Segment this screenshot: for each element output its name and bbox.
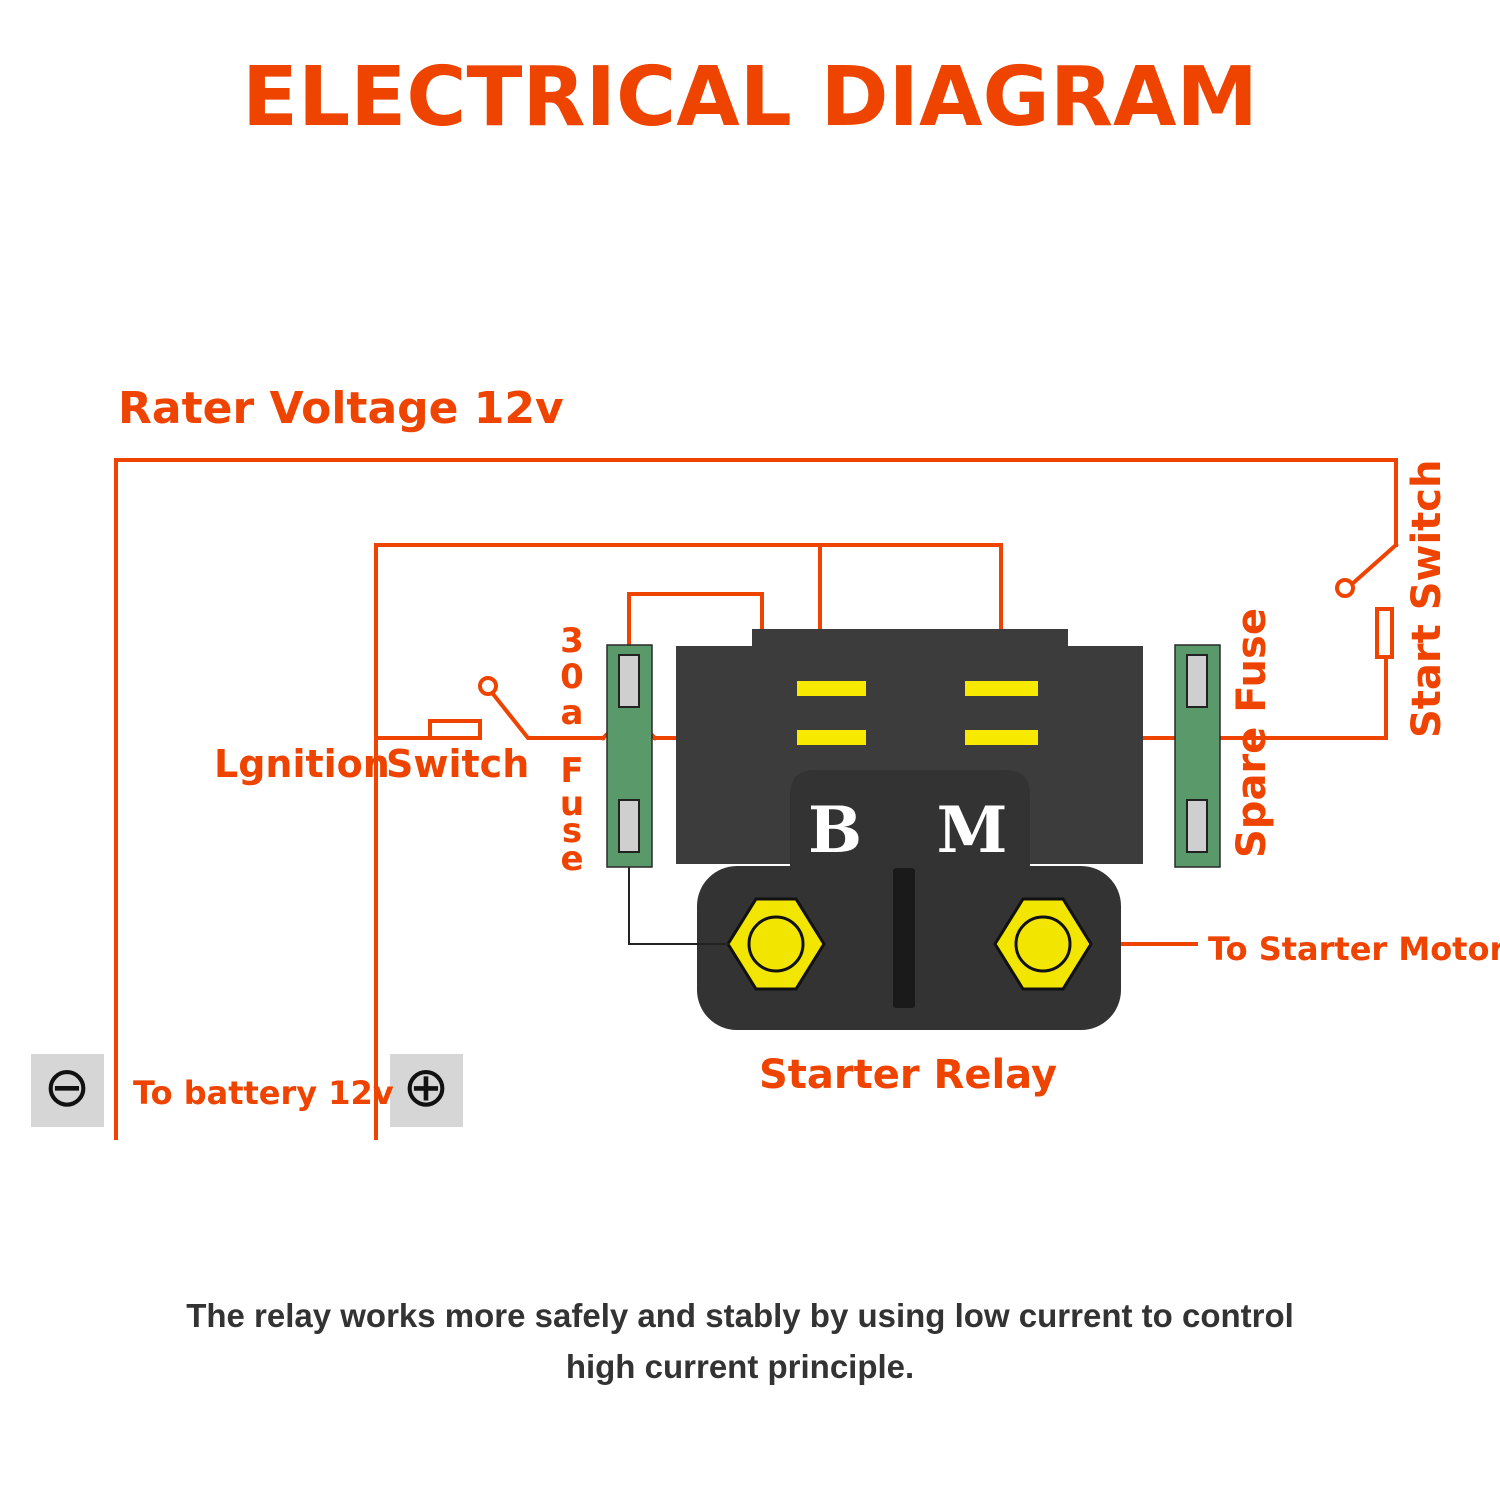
fuse-to-terminal-b-wire: [628, 855, 730, 945]
fuse-30a-char: 0: [560, 657, 584, 697]
ignition-switch-contact-icon: [478, 676, 498, 696]
start-switch-button-icon: [1375, 607, 1394, 659]
fuse-30a-char: 3: [560, 621, 584, 661]
to-battery-label: To battery 12v: [133, 1074, 394, 1112]
to-starter-motor-label: To Starter Motor: [1208, 930, 1500, 968]
fuse-30a-terminal-bottom: [618, 799, 640, 853]
battery-negative-box: [31, 1054, 104, 1127]
fuse-30a-char: a: [561, 693, 584, 733]
fuse-30a-char: u: [560, 784, 584, 824]
start-switch-return-wire: [1038, 656, 1388, 740]
start-switch-label: Start Switch: [1404, 460, 1450, 738]
fuse-30a-char: F: [560, 751, 583, 791]
spare-fuse-terminal-bottom: [1186, 799, 1208, 853]
fuse-30a-label: 3 0 a F u s e: [560, 621, 584, 879]
terminal-m-bolt: [1014, 915, 1072, 973]
battery-positive-icon: ⊕: [403, 1055, 450, 1120]
fuse-30a: [606, 644, 653, 868]
start-switch-contact-icon: [1335, 578, 1355, 598]
spare-fuse-label: Spare Fuse: [1229, 608, 1275, 858]
relay-lower-housing: [790, 770, 1030, 866]
relay-terminal-b-label: B: [808, 793, 862, 868]
start-switch-arm: [1349, 542, 1399, 587]
battery-negative-icon: ⊖: [44, 1055, 91, 1120]
relay-contact-bottom-right: [965, 730, 1038, 745]
positive-wire: [374, 543, 1003, 1140]
ignition-switch-button-icon: [428, 719, 482, 740]
rater-voltage-label: Rater Voltage 12v: [118, 383, 564, 434]
spare-fuse-terminal-top: [1186, 654, 1208, 708]
caption-line-2: high current principle.: [566, 1348, 914, 1385]
relay-contact-bottom-left: [797, 730, 866, 745]
diagram-title: ELECTRICAL DIAGRAM: [242, 50, 1258, 145]
fuse-30a-char: s: [562, 811, 582, 851]
ignition-label-part-a: Lgnition: [214, 742, 390, 786]
outer-wire: [114, 458, 1398, 1140]
battery-positive-box: [390, 1054, 463, 1127]
terminal-b-bolt: [747, 915, 805, 973]
relay-terminal-m-label: M: [937, 793, 1008, 868]
fuse-30a-char: e: [560, 839, 583, 879]
fuse-30a-terminal-top: [618, 654, 640, 708]
starter-relay-label: Starter Relay: [759, 1052, 1057, 1098]
caption-line-1: The relay works more safely and stably b…: [186, 1297, 1294, 1334]
ignition-switch-arm: [490, 691, 605, 740]
ignition-label-part-b: Switch: [386, 742, 529, 786]
starter-relay: B M: [676, 629, 1143, 1030]
relay-top-ridge: [752, 629, 1068, 649]
relay-divider-slot: [893, 868, 915, 1008]
relay-contact-top-right: [965, 681, 1038, 696]
relay-contact-top-left: [797, 681, 866, 696]
spare-fuse: [1174, 644, 1221, 868]
